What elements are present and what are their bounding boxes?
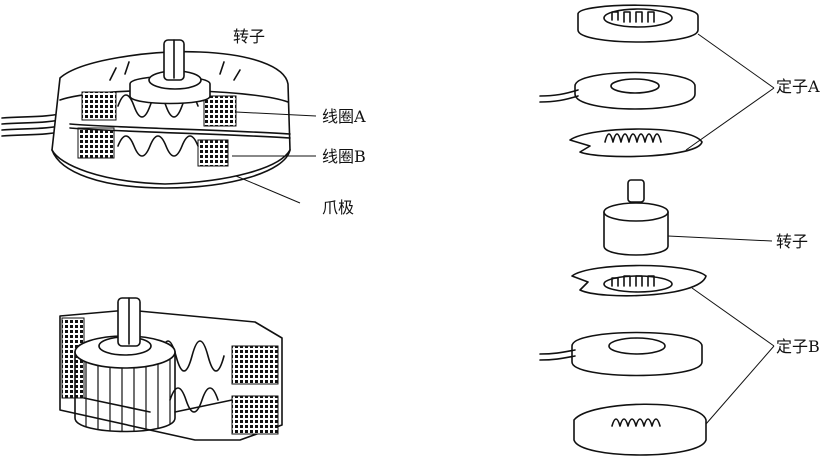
stator-winding-right-lower bbox=[231, 395, 279, 435]
label-rotor-right: 转子 bbox=[776, 232, 808, 251]
leader-stator-b-1 bbox=[691, 287, 775, 347]
label-coil-b: 线圈B bbox=[322, 147, 366, 166]
stator-a-coil bbox=[539, 71, 696, 110]
rotor-cylinder bbox=[74, 351, 176, 433]
stator-b-coil bbox=[539, 331, 703, 377]
leader-coil-a bbox=[235, 111, 317, 117]
motor-cutaway-assembly bbox=[1, 39, 291, 189]
leader-stator-a-1 bbox=[697, 33, 775, 89]
rotor-part bbox=[603, 179, 669, 256]
coil-b-section-left bbox=[77, 127, 115, 159]
coil-b-section-right bbox=[197, 139, 229, 167]
label-stator-a: 定子A bbox=[776, 77, 820, 96]
label-stator-b: 定子B bbox=[776, 337, 820, 356]
claw-pole-row-lower bbox=[117, 135, 199, 157]
label-rotor-top: 转子 bbox=[233, 27, 265, 46]
leader-rotor-right bbox=[667, 235, 773, 242]
rotor-stator-cutaway bbox=[59, 297, 283, 441]
label-claw-pole: 爪极 bbox=[322, 198, 354, 217]
leader-claw-pole bbox=[235, 175, 301, 204]
stator-a-claw-plate-top bbox=[577, 4, 699, 43]
exploded-view bbox=[539, 4, 707, 456]
stator-b-claw-plate-bottom bbox=[573, 403, 707, 456]
stator-a-claw-plate-bottom bbox=[569, 128, 703, 158]
stator-b-claw-plate-top bbox=[571, 264, 707, 297]
leader-stator-b-2 bbox=[705, 345, 775, 425]
coil-a-section-right bbox=[203, 95, 237, 127]
stator-winding-right-upper bbox=[231, 345, 279, 385]
leader-stator-a-2 bbox=[685, 87, 775, 151]
coil-a-section-left bbox=[81, 91, 117, 121]
label-coil-a: 线圈A bbox=[322, 107, 366, 126]
